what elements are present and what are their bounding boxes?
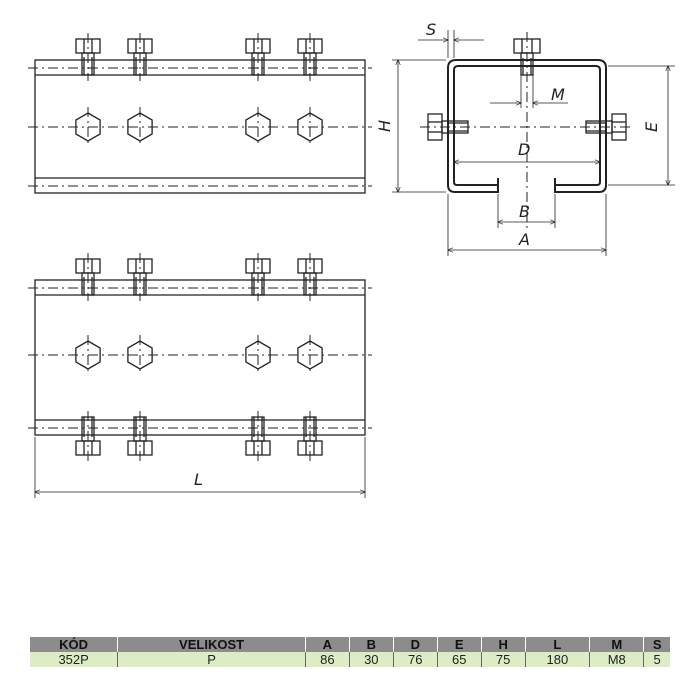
hex-nut bbox=[245, 335, 271, 375]
table-cell: 352P bbox=[30, 652, 119, 667]
dim-label-e: E bbox=[642, 121, 661, 132]
table-header-cell: A bbox=[305, 637, 350, 652]
bolt bbox=[297, 411, 323, 461]
table-header-cell: H bbox=[481, 637, 526, 652]
table-cell: 86 bbox=[305, 652, 350, 667]
bolt bbox=[75, 33, 101, 81]
dim-label-b: B bbox=[519, 202, 530, 221]
bolt bbox=[75, 411, 101, 461]
dim-label-s: S bbox=[426, 20, 436, 39]
table-header-cell: L bbox=[525, 637, 591, 652]
hex-nut bbox=[75, 107, 101, 147]
top-view-drawing bbox=[28, 33, 372, 194]
table-header-cell: KÓD bbox=[30, 637, 119, 652]
bolt bbox=[127, 33, 153, 81]
table-cell: P bbox=[117, 652, 306, 667]
hex-nut bbox=[127, 335, 153, 375]
table-header-cell: E bbox=[437, 637, 482, 652]
front-view-drawing: L bbox=[28, 253, 372, 498]
dim-label-m: M bbox=[551, 85, 565, 104]
bolt bbox=[75, 253, 101, 301]
table-cell: 30 bbox=[349, 652, 394, 667]
table-header-cell: B bbox=[349, 637, 394, 652]
bolt bbox=[245, 33, 271, 81]
hex-nut bbox=[245, 107, 271, 147]
dim-label-l: L bbox=[194, 470, 203, 489]
table-cell: 65 bbox=[437, 652, 482, 667]
bolt bbox=[245, 411, 271, 461]
bolt bbox=[127, 253, 153, 301]
table-cell: M8 bbox=[589, 652, 645, 667]
table-cell: 75 bbox=[481, 652, 526, 667]
dim-label-a: A bbox=[518, 230, 530, 249]
technical-drawing: S H M E D B A L bbox=[28, 20, 675, 498]
bolt bbox=[297, 33, 323, 81]
table-header-cell: M bbox=[589, 637, 645, 652]
hex-nut bbox=[297, 107, 323, 147]
table-header-cell: VELIKOST bbox=[117, 637, 306, 652]
table-cell: 5 bbox=[643, 652, 670, 667]
table-header-cell: D bbox=[393, 637, 438, 652]
table-header-cell: S bbox=[643, 637, 670, 652]
bolt bbox=[127, 411, 153, 461]
hex-nut bbox=[297, 335, 323, 375]
hex-nut bbox=[127, 107, 153, 147]
table-cell: 76 bbox=[393, 652, 438, 667]
cross-section-drawing: S H M E D B A bbox=[375, 20, 675, 256]
dim-label-d: D bbox=[518, 140, 530, 159]
table-cell: 180 bbox=[525, 652, 591, 667]
dim-label-h: H bbox=[375, 120, 394, 132]
bolt bbox=[297, 253, 323, 301]
bolt bbox=[245, 253, 271, 301]
hex-nut bbox=[75, 335, 101, 375]
